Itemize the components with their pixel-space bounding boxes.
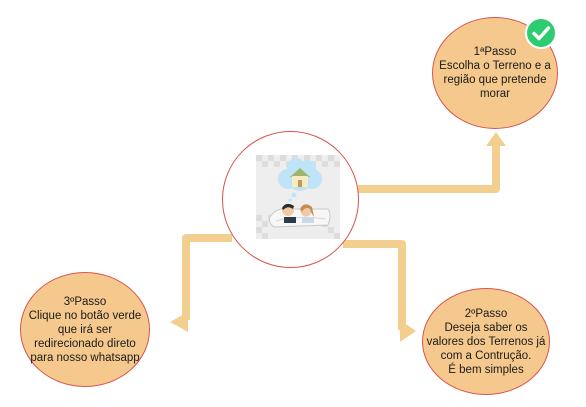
arrowhead-step-1 [486, 132, 506, 146]
check-circle-icon [525, 17, 557, 49]
connector-step-2 [343, 240, 406, 330]
connector-step-3 [182, 234, 232, 320]
step-3-text: 3ºPasso Clique no botão verde que irá se… [28, 295, 142, 364]
arrowhead-step-3 [170, 312, 188, 332]
arrowhead-step-2 [400, 320, 416, 342]
couple-dreaming-house-icon [256, 155, 340, 239]
step-2-text: 2ºPasso Deseja saber os valores dos Terr… [426, 307, 546, 376]
connector-step-1 [358, 145, 500, 193]
step-3-bubble: 3ºPasso Clique no botão verde que irá se… [20, 272, 150, 387]
step-1-text: 1ªPasso Escolha o Terreno e a região que… [439, 46, 551, 100]
step-2-bubble: 2ºPasso Deseja saber os valores dos Terr… [422, 288, 550, 395]
